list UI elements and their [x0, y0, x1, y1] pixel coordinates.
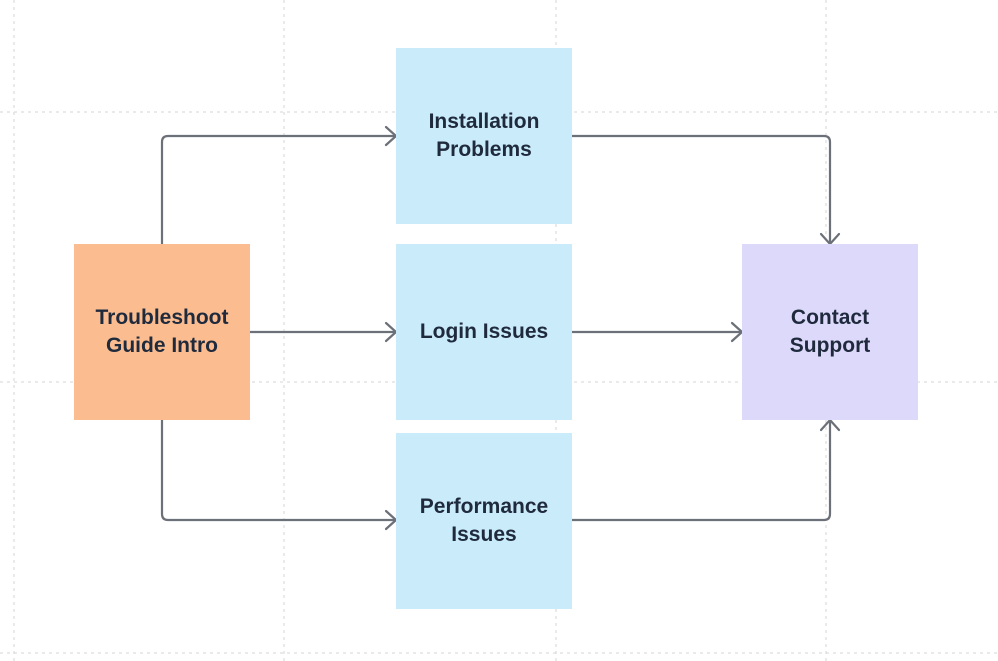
node-contact-support[interactable]: Contact Support — [742, 244, 918, 420]
node-label: Login Issues — [419, 320, 549, 343]
connector-installation-to-contact[interactable] — [570, 134, 832, 246]
connector-performance-to-contact[interactable] — [570, 418, 832, 522]
node-login-issues[interactable]: Login Issues — [396, 244, 572, 420]
connector-intro-to-installation[interactable] — [160, 134, 398, 246]
node-label: Troubleshoot Guide Intro — [95, 306, 229, 357]
node-installation-problems[interactable]: Installation Problems — [396, 48, 572, 224]
node-label: Installation Problems — [428, 110, 540, 161]
node-performance-issues[interactable]: Performance Issues — [396, 433, 572, 609]
node-label: Contact Support — [789, 306, 871, 357]
arrowhead — [819, 418, 841, 432]
node-label: Performance Issues — [419, 495, 549, 546]
connector-intro-to-performance[interactable] — [160, 418, 398, 522]
connectors — [160, 125, 841, 531]
node-troubleshoot-guide-intro[interactable]: Troubleshoot Guide Intro — [74, 244, 250, 420]
